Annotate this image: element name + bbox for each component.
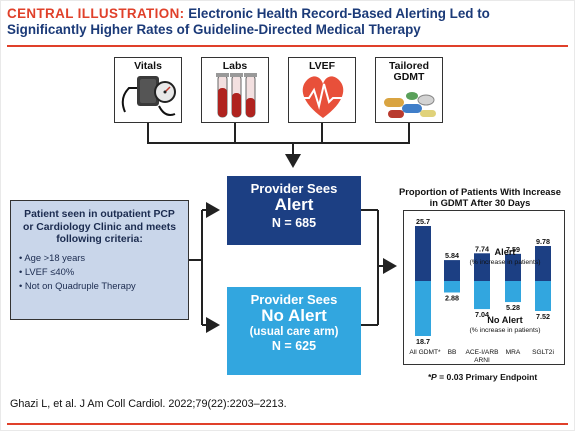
alert-arm-box: Provider Sees Alert N = 685 <box>227 176 361 245</box>
blood-pressure-cuff-icon <box>121 76 176 116</box>
input-label-lvef: LVEF <box>308 60 336 72</box>
criteria-item: Age >18 years <box>19 251 180 265</box>
noalert-line3: (usual care arm) <box>249 326 339 338</box>
pills-icon <box>384 92 436 118</box>
noalert-bar <box>505 281 521 303</box>
noalert-bar <box>444 281 460 293</box>
alert-legend-sub: (% increase in patients) <box>469 259 540 266</box>
category-label: SGLT2i <box>532 349 554 356</box>
alert-value-label: 7.74 <box>475 244 489 253</box>
input-card-vitals: Vitals <box>114 57 182 123</box>
alert-value-label: 7.59 <box>506 245 520 254</box>
noalert-arm-box: Provider Sees No Alert (usual care arm) … <box>227 287 361 375</box>
noalert-legend-sub: (% increase in patients) <box>469 327 540 334</box>
category-label: ACE-I/ARB <box>466 349 500 356</box>
input-card-labs: Labs <box>201 57 269 123</box>
input-label-gdmt: Tailored GDMT <box>388 60 430 83</box>
test-tubes-icon <box>216 73 257 118</box>
citation: Ghazi L, et al. J Am Coll Cardiol. 2022;… <box>10 398 287 410</box>
criteria-item: LVEF ≤40% <box>19 265 180 279</box>
patient-heading: Patient seen in outpatient PCP or Cardio… <box>22 209 176 245</box>
noalert-line1: Provider Sees <box>250 292 338 307</box>
endpoint-star: *P <box>427 372 437 382</box>
heart-ecg-icon <box>295 76 351 118</box>
noalert-count: N = 625 <box>271 339 317 353</box>
endpoint-text: = 0.03 Primary Endpoint <box>436 372 538 382</box>
alert-bar <box>474 253 490 281</box>
alert-bar <box>535 246 551 281</box>
chart-title: Proportion of Patients With Increase in … <box>399 186 561 208</box>
title-text: Electronic Health Record-Based Alerting … <box>7 6 490 37</box>
noalert-value-label: 18.7 <box>416 337 430 346</box>
endpoint-note: *P = 0.03 Primary Endpoint <box>400 372 565 382</box>
alert-legend: Alert <box>495 247 516 257</box>
criteria-item: Not on Quadruple Therapy <box>19 279 180 293</box>
alert-bar <box>505 253 521 281</box>
category-label: BB <box>448 349 457 356</box>
noalert-value-label: 7.04 <box>475 310 489 319</box>
criteria-list: Age >18 years LVEF ≤40% Not on Quadruple… <box>19 251 180 293</box>
noalert-bar <box>415 281 431 336</box>
category-label: All GDMT* <box>409 349 441 356</box>
input-card-lvef: LVEF <box>288 57 356 123</box>
category-label: ARNI <box>474 357 490 364</box>
input-label-labs: Labs <box>222 60 248 72</box>
footer-divider <box>7 423 568 425</box>
noalert-legend: No Alert <box>487 315 522 325</box>
alert-bar <box>415 226 431 281</box>
noalert-bar <box>535 281 551 311</box>
noalert-value-label: 2.88 <box>445 293 459 302</box>
input-card-gdmt: Tailored GDMT <box>375 57 443 123</box>
alert-value-label: 25.7 <box>416 217 430 226</box>
alert-value-label: 5.84 <box>445 251 459 260</box>
noalert-value-label: 5.28 <box>506 303 520 312</box>
alert-bar <box>444 260 460 281</box>
noalert-line2: No Alert <box>261 306 327 325</box>
noalert-bar <box>474 281 490 310</box>
category-label: MRA <box>506 349 521 356</box>
figure-title: CENTRAL ILLUSTRATION: Electronic Health … <box>7 6 567 38</box>
title-lead: CENTRAL ILLUSTRATION: <box>7 6 185 21</box>
alert-value-label: 9.78 <box>536 237 550 246</box>
alert-line2: Alert <box>274 195 314 214</box>
noalert-value-label: 7.52 <box>536 312 550 321</box>
patient-criteria-box: Patient seen in outpatient PCP or Cardio… <box>10 200 189 320</box>
input-label-vitals: Vitals <box>134 60 162 72</box>
title-divider <box>7 45 568 47</box>
alert-line1: Provider Sees <box>250 181 338 196</box>
alert-count: N = 685 <box>271 216 317 230</box>
